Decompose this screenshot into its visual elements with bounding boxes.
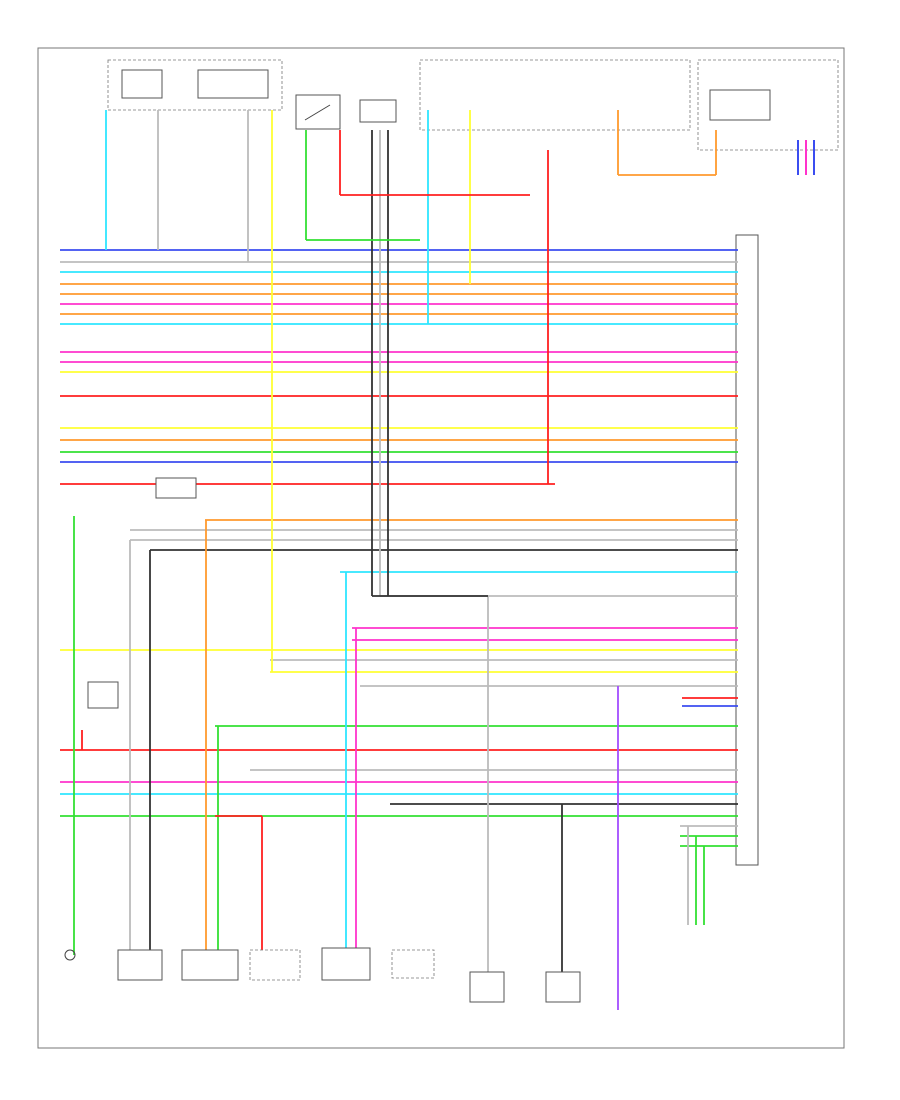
knock-sensor-2 <box>545 971 581 1003</box>
ecm-relay-block <box>697 59 839 151</box>
vertical-wire-bundle <box>73 110 717 1010</box>
ignition-coil <box>391 949 435 979</box>
horizontal-wire-bundle <box>60 249 738 847</box>
wheel-speed-sensor-l <box>117 949 163 981</box>
ground-point <box>797 140 815 175</box>
knock-sensor-1 <box>469 971 505 1003</box>
fuel-pump-module <box>107 59 283 111</box>
wheel-speed-sensor-r <box>181 949 239 981</box>
brake-switch <box>249 949 301 981</box>
throttle-body <box>155 477 197 499</box>
inertia-switch <box>295 94 341 130</box>
diagram-frame <box>37 47 845 1049</box>
fuse-block <box>359 59 691 131</box>
ecm-connector-column <box>735 234 759 866</box>
camshaft-sensor <box>321 947 371 981</box>
map-sensor <box>64 949 76 961</box>
fuel-level-sensor <box>87 681 119 709</box>
